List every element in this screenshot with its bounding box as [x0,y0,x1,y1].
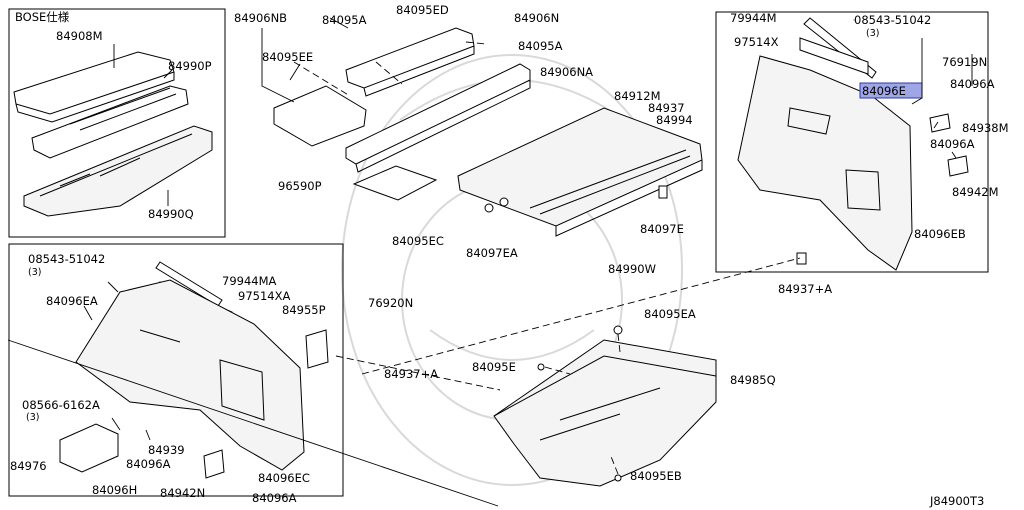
label-84095A-top: 84095A [322,13,367,27]
label-84096EA: 84096EA [46,294,98,308]
bose-parts [13,51,213,217]
label-84097E: 84097E [640,222,684,236]
label-84096EC: 84096EC [258,471,310,485]
label-84942N: 84942N [160,486,205,500]
label-84095ED: 84095ED [396,3,449,17]
connection-lines [335,257,801,391]
label-79944MA: 79944MA [222,274,277,288]
label-84908M: 84908M [56,29,103,43]
label-84096H: 84096H [92,483,137,497]
label-08543-51042-l: 08543-51042 [28,252,105,266]
labels: BOSE仕様 84908M 84990P 84990Q 84906NB 8409… [10,3,1009,508]
label-84906NB: 84906NB [234,11,287,25]
label-84937: 84937 [648,101,685,115]
label-84095A: 84095A [518,39,563,53]
label-84096A-r2: 84096A [930,137,975,151]
label-84937+A-r: 84937+A [778,282,832,296]
label-84942M: 84942M [952,185,999,199]
label-84990W: 84990W [608,262,656,276]
label-84906N: 84906N [514,11,559,25]
label-84096A-l1: 84096A [126,457,171,471]
label-84976: 84976 [10,459,47,473]
trunk-floor-parts [493,325,717,487]
label-84990P: 84990P [168,59,212,73]
label-76920N: 76920N [368,296,413,310]
label-84095EC: 84095EC [392,234,444,248]
label-84912M: 84912M [614,89,661,103]
label-84097EA: 84097EA [466,246,518,260]
label-84906NA: 84906NA [540,65,593,79]
label-84096EB: 84096EB [914,227,966,241]
label-qty-3-r: (3) [866,28,879,39]
label-84939: 84939 [148,443,185,457]
bose-frame [8,8,226,238]
label-97514XA: 97514XA [238,289,290,303]
label-84938M: 84938M [962,121,1009,135]
label-84096E: 84096E [862,84,906,98]
diagram-code: J84900T3 [929,494,984,508]
left-side-parts [59,261,329,479]
frame-leader [7,339,499,507]
label-84990Q: 84990Q [148,207,194,221]
right-side-frame [715,11,989,273]
label-08566-6162A: 08566-6162A [22,398,100,412]
label-97514X: 97514X [734,35,779,49]
label-08543-51042-r: 08543-51042 [854,13,931,27]
label-84095E: 84095E [472,360,516,374]
left-side-frame [8,243,344,497]
label-qty-3-l: (3) [28,267,41,278]
floor-upper-parts [273,27,703,237]
right-side-parts [737,17,969,271]
label-96590P: 96590P [278,179,322,193]
label-84994: 84994 [656,113,693,127]
label-bose-title: BOSE仕様 [15,10,70,24]
label-79944M: 79944M [730,11,777,25]
label-qty-3-l2: (3) [26,412,39,423]
label-76919N: 76919N [942,55,987,69]
label-84985Q: 84985Q [730,373,776,387]
label-84095EE: 84095EE [262,50,313,64]
label-84096A-r1: 84096A [950,77,995,91]
label-84095EA: 84095EA [644,307,696,321]
label-84937+A-l: 84937+A [384,367,438,381]
label-84955P: 84955P [282,303,326,317]
label-84095EB: 84095EB [630,469,682,483]
label-84096A-l2: 84096A [252,491,297,505]
